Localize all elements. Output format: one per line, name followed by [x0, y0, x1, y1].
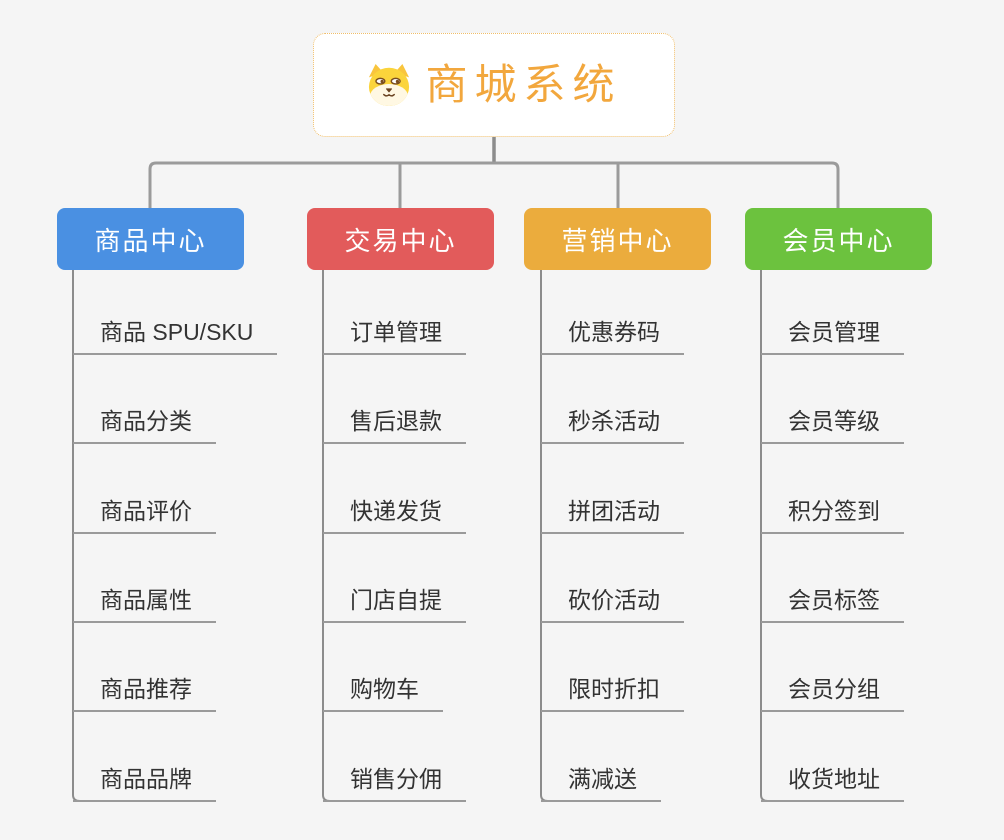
- leaf-node[interactable]: 优惠券码: [541, 317, 684, 355]
- branch-node-marketing[interactable]: 营销中心: [524, 208, 711, 270]
- leaf-node[interactable]: 售后退款: [323, 406, 466, 444]
- branch-label: 商品中心: [94, 225, 207, 256]
- leaf-node[interactable]: 会员等级: [761, 406, 904, 444]
- branch-label: 交易中心: [344, 225, 457, 256]
- leaf-node[interactable]: 拼团活动: [541, 496, 684, 534]
- leaf-node[interactable]: 会员分组: [761, 674, 904, 712]
- leaf-node[interactable]: 砍价活动: [541, 585, 684, 623]
- leaf-node[interactable]: 满减送: [541, 764, 661, 802]
- root-title: 商城系统: [425, 61, 622, 108]
- leaf-node[interactable]: 商品推荐: [73, 674, 216, 712]
- leaf-node[interactable]: 购物车: [323, 674, 443, 712]
- leaf-node[interactable]: 收货地址: [761, 764, 904, 802]
- branch-node-trade[interactable]: 交易中心: [307, 208, 494, 270]
- leaf-node[interactable]: 快递发货: [323, 496, 466, 534]
- branch-label: 营销中心: [561, 225, 674, 256]
- leaf-node[interactable]: 秒杀活动: [541, 406, 684, 444]
- branch-label: 会员中心: [782, 225, 895, 256]
- leaf-node[interactable]: 会员管理: [761, 317, 904, 355]
- leaf-node[interactable]: 商品评价: [73, 496, 216, 534]
- leaf-node[interactable]: 订单管理: [323, 317, 466, 355]
- leaf-node[interactable]: 限时折扣: [541, 674, 684, 712]
- leaf-node[interactable]: 销售分佣: [323, 764, 466, 802]
- dog-face-icon: [366, 63, 412, 107]
- leaf-node[interactable]: 商品 SPU/SKU: [73, 317, 278, 355]
- leaf-node[interactable]: 门店自提: [323, 585, 466, 623]
- leaf-node[interactable]: 积分签到: [761, 496, 904, 534]
- leaf-node[interactable]: 商品属性: [73, 585, 216, 623]
- bus-line: [148, 161, 840, 208]
- leaf-node[interactable]: 商品品牌: [73, 764, 216, 802]
- leaf-node[interactable]: 会员标签: [761, 585, 904, 623]
- leaf-node[interactable]: 商品分类: [73, 406, 216, 444]
- root-node[interactable]: 商城系统: [313, 33, 675, 137]
- branch-node-member[interactable]: 会员中心: [745, 208, 932, 270]
- branch-node-product[interactable]: 商品中心: [57, 208, 244, 270]
